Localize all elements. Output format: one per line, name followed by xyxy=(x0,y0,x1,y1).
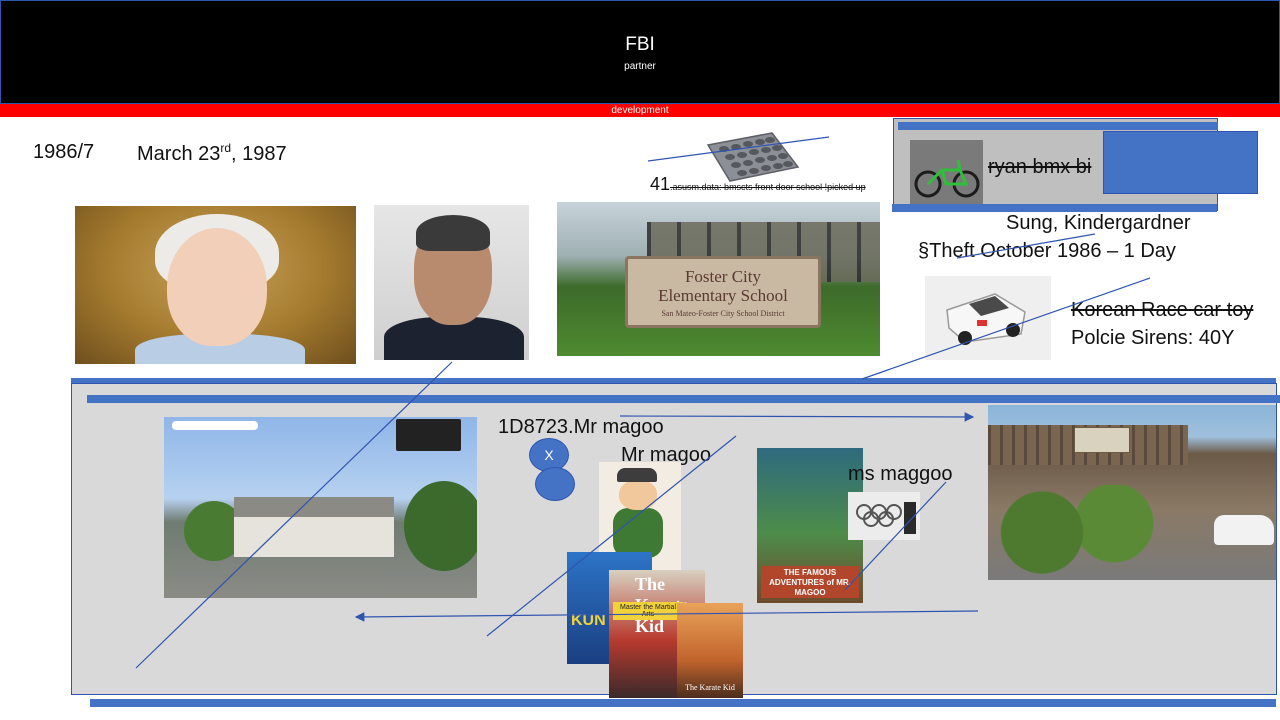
karate-kid-small-title: The Karate Kid xyxy=(685,683,735,692)
theft-label: §Theft October 1986 – 1 Day xyxy=(918,240,1176,262)
bottom-bar xyxy=(90,699,1276,707)
blue-rectangle xyxy=(1103,131,1258,194)
street-view-search-bar xyxy=(172,421,258,430)
blue-circle xyxy=(535,467,575,501)
banner-title: FBI xyxy=(625,34,655,55)
sung-label: Sung, Kindergardner xyxy=(1006,212,1191,234)
bmx-box-bottom-bar xyxy=(892,204,1217,212)
title-banner xyxy=(0,0,1280,104)
lower-second-bar xyxy=(87,395,1280,403)
storefront-photo xyxy=(988,405,1276,580)
korean-toy-label: Korean Race car toy xyxy=(1071,299,1254,321)
olympic-rings-photo xyxy=(848,492,920,540)
sirens-label: Polcie Sirens: 40Y xyxy=(1071,327,1235,349)
book-title: THE FAMOUS ADVENTURES of MR. MAGOO xyxy=(761,566,859,598)
toy-car-photo xyxy=(925,276,1051,360)
karate-kid-small-poster: The Karate Kid xyxy=(677,603,743,698)
bmx-bike-photo xyxy=(910,140,983,204)
lower-top-bar xyxy=(71,378,1276,383)
street-view-house-photo xyxy=(164,417,477,598)
martial-arts-tagline: Master the Martial Arts xyxy=(613,602,683,620)
street-view-info-panel xyxy=(396,419,461,451)
bmx-box-top-bar xyxy=(898,122,1218,130)
ms-magoo-label: ms maggoo xyxy=(848,463,953,485)
note-41: 41.asusm.data: bmscts front door school … xyxy=(650,174,866,194)
queen-photo xyxy=(75,206,356,364)
magoo-id-label: 1D8723.Mr magoo xyxy=(498,416,664,438)
banner-subtitle: partner xyxy=(624,61,656,72)
date-label: March 23rd, 1987 xyxy=(137,141,287,165)
red-strip xyxy=(0,104,1280,117)
kun-text: KUN xyxy=(571,612,606,629)
year-month-label: 1986/7 xyxy=(33,141,95,163)
president-photo xyxy=(374,205,529,360)
red-strip-label: development xyxy=(611,105,669,116)
bmx-label: ryan bmx bi xyxy=(988,156,1092,178)
school-sign-district: San Mateo-Foster City School District xyxy=(661,309,785,318)
